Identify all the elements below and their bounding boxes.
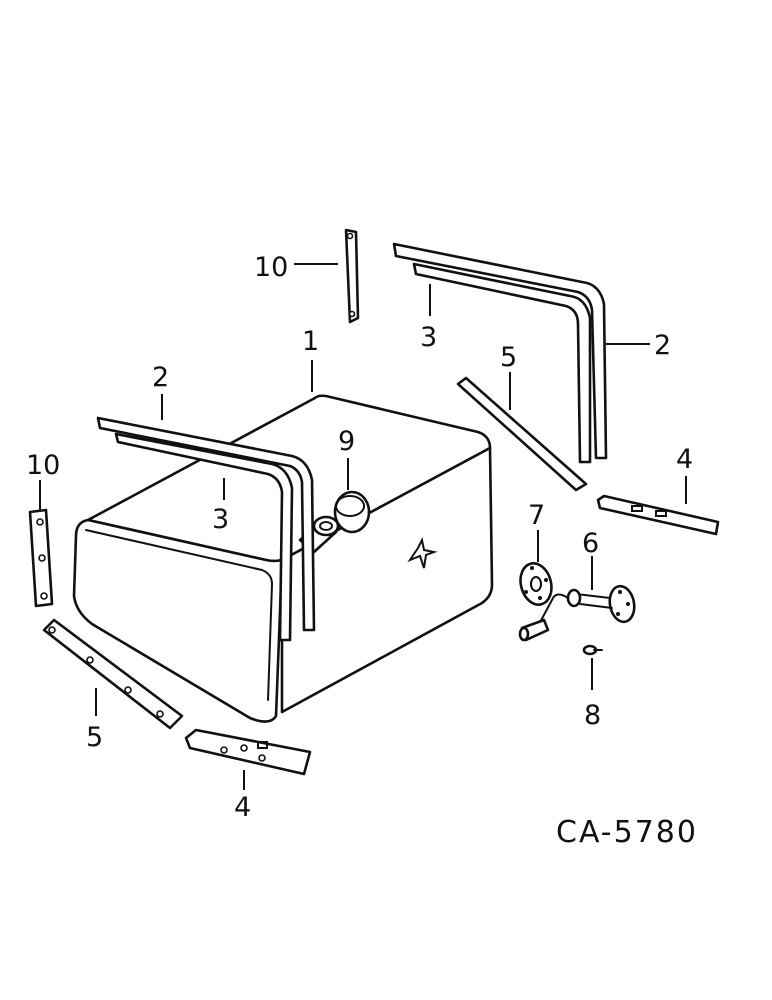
callout-4-bottom: 4 <box>234 792 251 823</box>
callout-9: 9 <box>338 426 355 457</box>
sender-mount-mark <box>407 536 438 569</box>
callout-10-left: 10 <box>26 450 60 481</box>
callout-3-left: 3 <box>212 504 229 535</box>
fuel-gauge-sender <box>518 584 636 642</box>
mounting-bracket-10-top <box>344 228 360 324</box>
callout-3-right: 3 <box>420 322 437 353</box>
callout-2-left: 2 <box>152 362 169 393</box>
filler-cap <box>333 490 371 534</box>
callout-5-right: 5 <box>500 342 517 373</box>
support-bracket-4-bottom <box>184 728 312 776</box>
mounting-bracket-10-left <box>28 508 54 608</box>
callout-labels: 1 2 2 3 3 4 4 5 5 6 7 8 9 10 10 <box>26 252 693 823</box>
leader-lines <box>39 263 687 790</box>
callout-2-right: 2 <box>654 330 671 361</box>
support-rail-5-left <box>42 618 184 730</box>
tank-strap-right-3 <box>412 262 592 464</box>
callout-10-top: 10 <box>254 252 288 283</box>
tank-strap-right-2 <box>392 242 608 460</box>
callout-8: 8 <box>584 700 601 731</box>
callout-6: 6 <box>582 528 599 559</box>
mounting-screw <box>582 644 603 656</box>
drawing-number: CA-5780 <box>556 815 698 850</box>
tank-strap-left-3 <box>114 432 294 642</box>
sender-gasket <box>519 562 553 606</box>
callout-1: 1 <box>302 326 319 357</box>
callout-4-right: 4 <box>676 444 693 475</box>
support-bracket-4-right <box>596 494 720 536</box>
support-rail-5-right <box>456 376 588 492</box>
tank-strap-left-2 <box>96 416 316 632</box>
callout-7: 7 <box>528 500 545 531</box>
callout-5-left: 5 <box>86 722 103 753</box>
